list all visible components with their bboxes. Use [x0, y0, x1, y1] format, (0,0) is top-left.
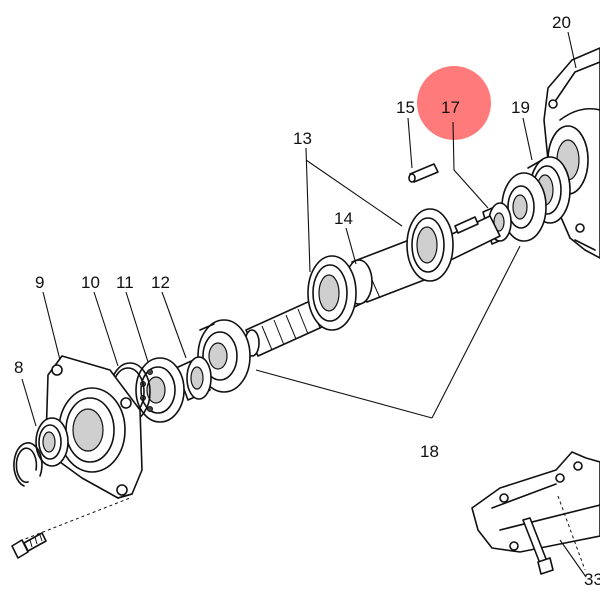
label-part-12: 12	[151, 273, 170, 292]
assembly-axis-bolt	[19, 497, 131, 542]
label-part-11: 11	[116, 273, 134, 292]
part-9-flange-housing	[45, 355, 143, 499]
label-part-20: 20	[552, 13, 571, 32]
part-13-ring-front	[307, 255, 357, 331]
label-part-10: 10	[81, 273, 100, 292]
label-part-17: 17	[441, 98, 460, 117]
part-20-housing	[543, 47, 600, 259]
highlight-marker	[417, 66, 491, 140]
label-part-15: 15	[396, 98, 415, 117]
label-part-13: 13	[293, 129, 312, 148]
part-bolt	[11, 532, 47, 559]
part-collar-ring	[501, 172, 547, 242]
part-15-key	[408, 163, 439, 183]
part-33-bracket	[471, 451, 600, 575]
assembly-axis-bracket	[557, 495, 586, 571]
label-part-18: 18	[420, 442, 439, 461]
part-circlip	[13, 442, 43, 487]
label-part-19: 19	[511, 98, 530, 117]
label-part-8: 8	[14, 358, 23, 377]
label-part-9: 9	[35, 273, 44, 292]
label-part-14: 14	[334, 209, 353, 228]
leader-lines	[21, 31, 587, 578]
label-part-33: 33	[584, 570, 600, 589]
part-8-seal	[35, 417, 69, 467]
part-13-ring-back	[406, 208, 454, 282]
